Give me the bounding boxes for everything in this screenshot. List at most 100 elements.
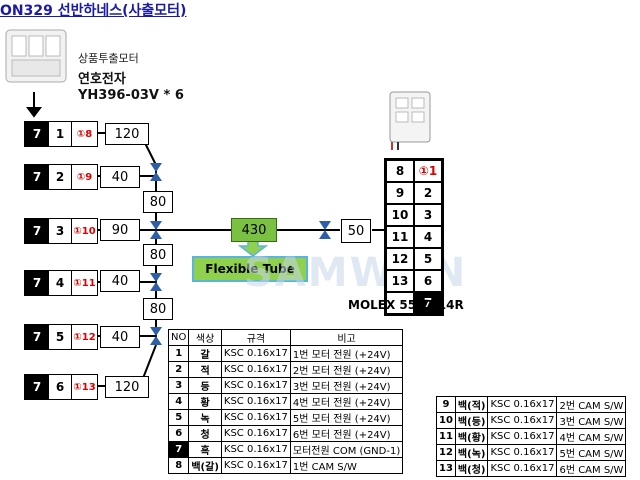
table-cell: 흑 — [188, 441, 222, 458]
page-title: ON329 선반하네스(사출모터) — [0, 3, 187, 19]
table-cell: 백(황) — [454, 428, 489, 445]
flexible-tube-label: Flexible Tube — [192, 256, 308, 282]
main-length: 430 — [231, 218, 277, 242]
connector-wire: 1 — [49, 122, 72, 146]
length-box: 90 — [100, 219, 140, 241]
table-cell: 모터전원 COM (GND-1) — [289, 441, 404, 458]
table-cell: KSC 0.16x17 — [220, 441, 291, 458]
table-cell: 청 — [188, 425, 222, 442]
molex-pin: 13 — [386, 270, 414, 292]
connector-mark: ①13 — [73, 381, 96, 393]
connector-wire: 6 — [49, 375, 72, 399]
molex-pin: 2 — [414, 182, 442, 204]
end-length: 50 — [341, 219, 371, 243]
table-cell: 6번 CAM S/W — [556, 460, 627, 477]
connector-pin: 7 — [25, 375, 49, 399]
table-cell: KSC 0.16x17 — [487, 444, 558, 461]
length-box: 40 — [100, 326, 140, 348]
connector-mark: ①8 — [76, 128, 93, 140]
table-cell: 백(등) — [454, 412, 489, 429]
table-cell: 2번 CAM S/W — [556, 396, 627, 413]
length-box: 120 — [105, 123, 149, 145]
table-cell: KSC 0.16x17 — [220, 409, 291, 426]
table-cell: KSC 0.16x17 — [220, 457, 291, 474]
part-note: 상품투출모터 — [78, 52, 139, 65]
connector-wire: 4 — [49, 271, 72, 295]
molex-pin: ①1 — [414, 160, 442, 182]
table-cell: 5번 CAM S/W — [556, 444, 627, 461]
connector-mark: ①11 — [73, 277, 96, 289]
table-cell: 10 — [436, 412, 456, 429]
connector-mark: ①12 — [73, 331, 96, 343]
table-cell: KSC 0.16x17 — [220, 345, 291, 362]
table-cell: 2번 모터 전원 (+24V) — [289, 361, 404, 378]
molex-pin: 12 — [386, 248, 414, 270]
table-cell: 6 — [167, 425, 190, 442]
table-cell: 2 — [167, 361, 190, 378]
connector-wire: 5 — [49, 325, 72, 349]
table-header: 색상 — [188, 329, 222, 346]
table-cell: 등 — [188, 377, 222, 394]
table-cell: 4번 모터 전원 (+24V) — [289, 393, 404, 410]
molex-pin: 7 — [414, 292, 442, 314]
table-cell: 8 — [167, 457, 190, 474]
molex-pin: 8 — [386, 160, 414, 182]
table-cell: 6번 모터 전원 (+24V) — [289, 425, 404, 442]
molex-photo — [389, 91, 431, 150]
table-cell: 백(녹) — [454, 444, 489, 461]
molex-pin: 4 — [414, 226, 442, 248]
table-cell: 갈 — [188, 345, 222, 362]
table-cell: 적 — [188, 361, 222, 378]
molex-pin: 6 — [414, 270, 442, 292]
table-cell: 백(갈) — [188, 457, 222, 474]
branch-length: 80 — [143, 191, 173, 213]
length-box: 40 — [100, 166, 140, 188]
table-cell: KSC 0.16x17 — [487, 460, 558, 477]
connector-wire: 3 — [49, 219, 72, 243]
connector-pin: 7 — [25, 325, 49, 349]
branch-length: 80 — [143, 298, 173, 320]
table-cell: 3 — [167, 377, 190, 394]
molex-pin: 3 — [414, 204, 442, 226]
connector-pin: 7 — [25, 122, 49, 146]
branch-length: 80 — [143, 244, 173, 266]
table-cell: 백(청) — [454, 460, 489, 477]
table-cell: 13 — [436, 460, 456, 477]
table-cell: 7 — [167, 441, 190, 458]
molex-pin: 11 — [386, 226, 414, 248]
part-number: YH396-03V * 6 — [78, 88, 184, 103]
connector-wire: 2 — [49, 165, 72, 189]
table-cell: KSC 0.16x17 — [487, 412, 558, 429]
length-box: 120 — [105, 376, 149, 398]
table-cell: 3번 모터 전원 (+24V) — [289, 377, 404, 394]
maker-label: 연호전자 — [78, 72, 126, 87]
connector-photo — [5, 29, 67, 83]
table-cell: KSC 0.16x17 — [220, 425, 291, 442]
table-header: 비고 — [289, 329, 404, 346]
connector-mark: ①9 — [76, 171, 93, 183]
connector-pin: 7 — [25, 165, 49, 189]
molex-label: MOLEX 5557-14R — [348, 298, 464, 312]
table-cell: 백(적) — [454, 396, 489, 413]
table-cell: 4 — [167, 393, 190, 410]
table-cell: KSC 0.16x17 — [487, 396, 558, 413]
